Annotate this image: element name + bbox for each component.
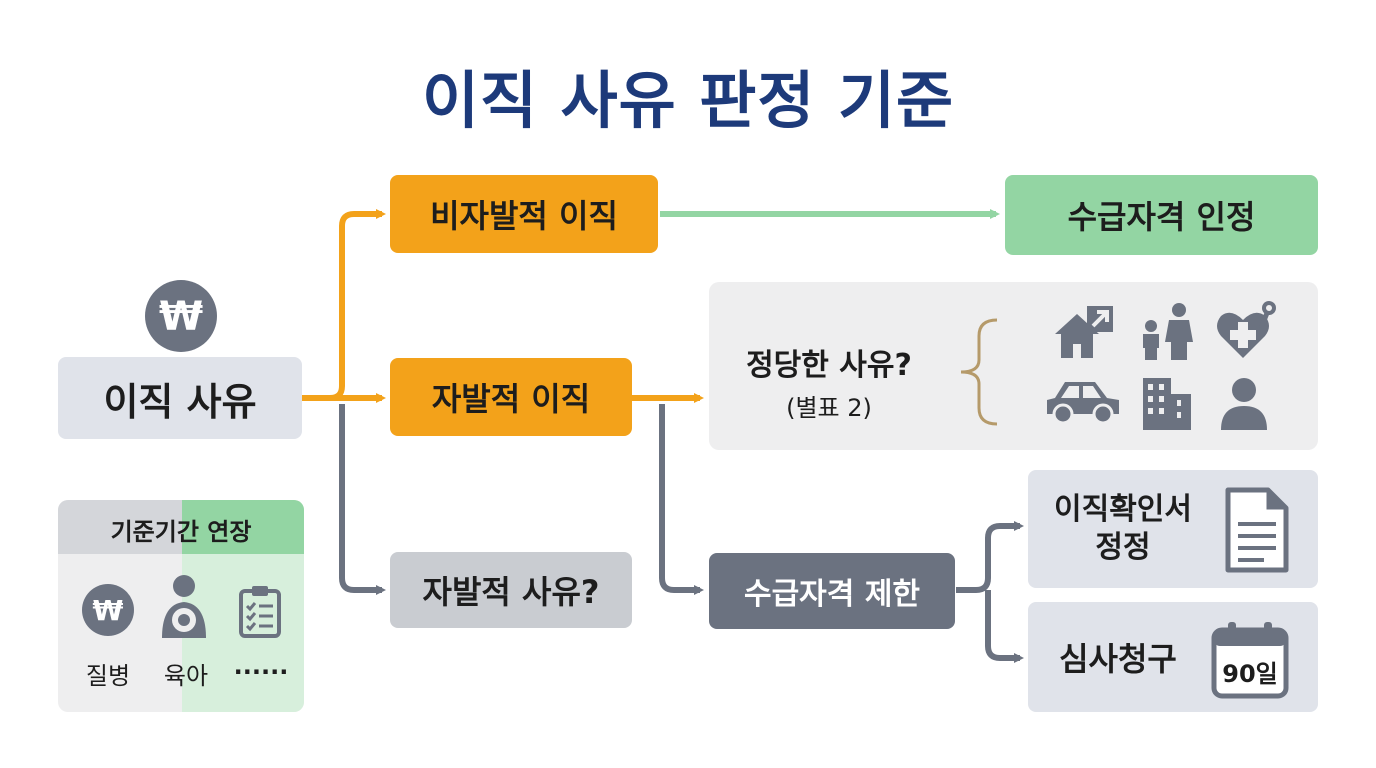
- review-days: 90일: [1222, 660, 1278, 688]
- line-start-to-reason: [339, 404, 386, 595]
- extension-header-gray: [58, 500, 182, 554]
- just-cause-ref: (별표 2): [786, 394, 872, 422]
- brace-icon: [960, 318, 998, 426]
- review-label: 심사청구: [1059, 640, 1177, 678]
- person-icon: [1221, 378, 1267, 430]
- extension-item-etc: ......: [233, 652, 289, 680]
- voluntary-node: 자발적 이직: [390, 358, 632, 436]
- start-node-label: 이직 사유: [103, 379, 257, 424]
- won-icon: ₩: [82, 584, 134, 636]
- line-voluntary-to-restricted: [659, 404, 704, 595]
- family-icon: [1143, 303, 1193, 360]
- restricted-node-label: 수급자격 제한: [743, 577, 921, 612]
- checklist-icon: [239, 586, 281, 638]
- correction-node: 이직확인서 정정: [1028, 470, 1318, 588]
- page-title: 이직 사유 판정 기준: [421, 64, 955, 137]
- just-cause-text: 정당한 사유? (별표 2): [709, 340, 949, 423]
- caregiver-icon: [162, 575, 206, 638]
- line-start-to-involuntary: [302, 209, 386, 401]
- just-cause-panel: 정당한 사유? (별표 2): [709, 282, 1318, 450]
- building-icon: [1143, 378, 1191, 430]
- svg-text:₩: ₩: [93, 594, 124, 627]
- eligible-node: 수급자격 인정: [1005, 175, 1318, 255]
- voluntary-reason-node: 자발적 사유?: [390, 552, 632, 628]
- voluntary-node-label: 자발적 이직: [431, 380, 591, 418]
- house-arrow-icon: [1055, 306, 1113, 358]
- eligible-node-label: 수급자격 인정: [1067, 198, 1256, 236]
- extension-item-childcare: 육아: [163, 662, 209, 690]
- line-restricted-to-review: [985, 590, 1024, 663]
- document-icon: [1225, 487, 1289, 573]
- line-restricted-to-correction: [956, 521, 1024, 593]
- review-node: 심사청구 90일: [1028, 602, 1318, 712]
- start-node: 이직 사유: [58, 357, 302, 439]
- involuntary-node: 비자발적 이직: [390, 175, 658, 253]
- extension-item-illness: 질병: [85, 662, 131, 690]
- svg-text:₩: ₩: [159, 294, 203, 340]
- calendar-icon: 90일: [1210, 620, 1290, 700]
- won-icon: ₩: [145, 280, 217, 352]
- voluntary-reason-label: 자발적 사유?: [422, 573, 600, 611]
- heart-health-icon: [1217, 301, 1276, 358]
- correction-label: 이직확인서 정정: [1054, 492, 1192, 565]
- involuntary-node-label: 비자발적 이직: [430, 197, 618, 235]
- car-icon: [1047, 382, 1119, 425]
- extension-header-green: [182, 500, 304, 554]
- extension-card: 기준기간 연장 ₩ 질병 육아 ......: [58, 500, 304, 712]
- just-cause-label: 정당한 사유?: [746, 348, 912, 383]
- restricted-node: 수급자격 제한: [709, 553, 955, 629]
- extension-header: 기준기간 연장: [110, 518, 252, 546]
